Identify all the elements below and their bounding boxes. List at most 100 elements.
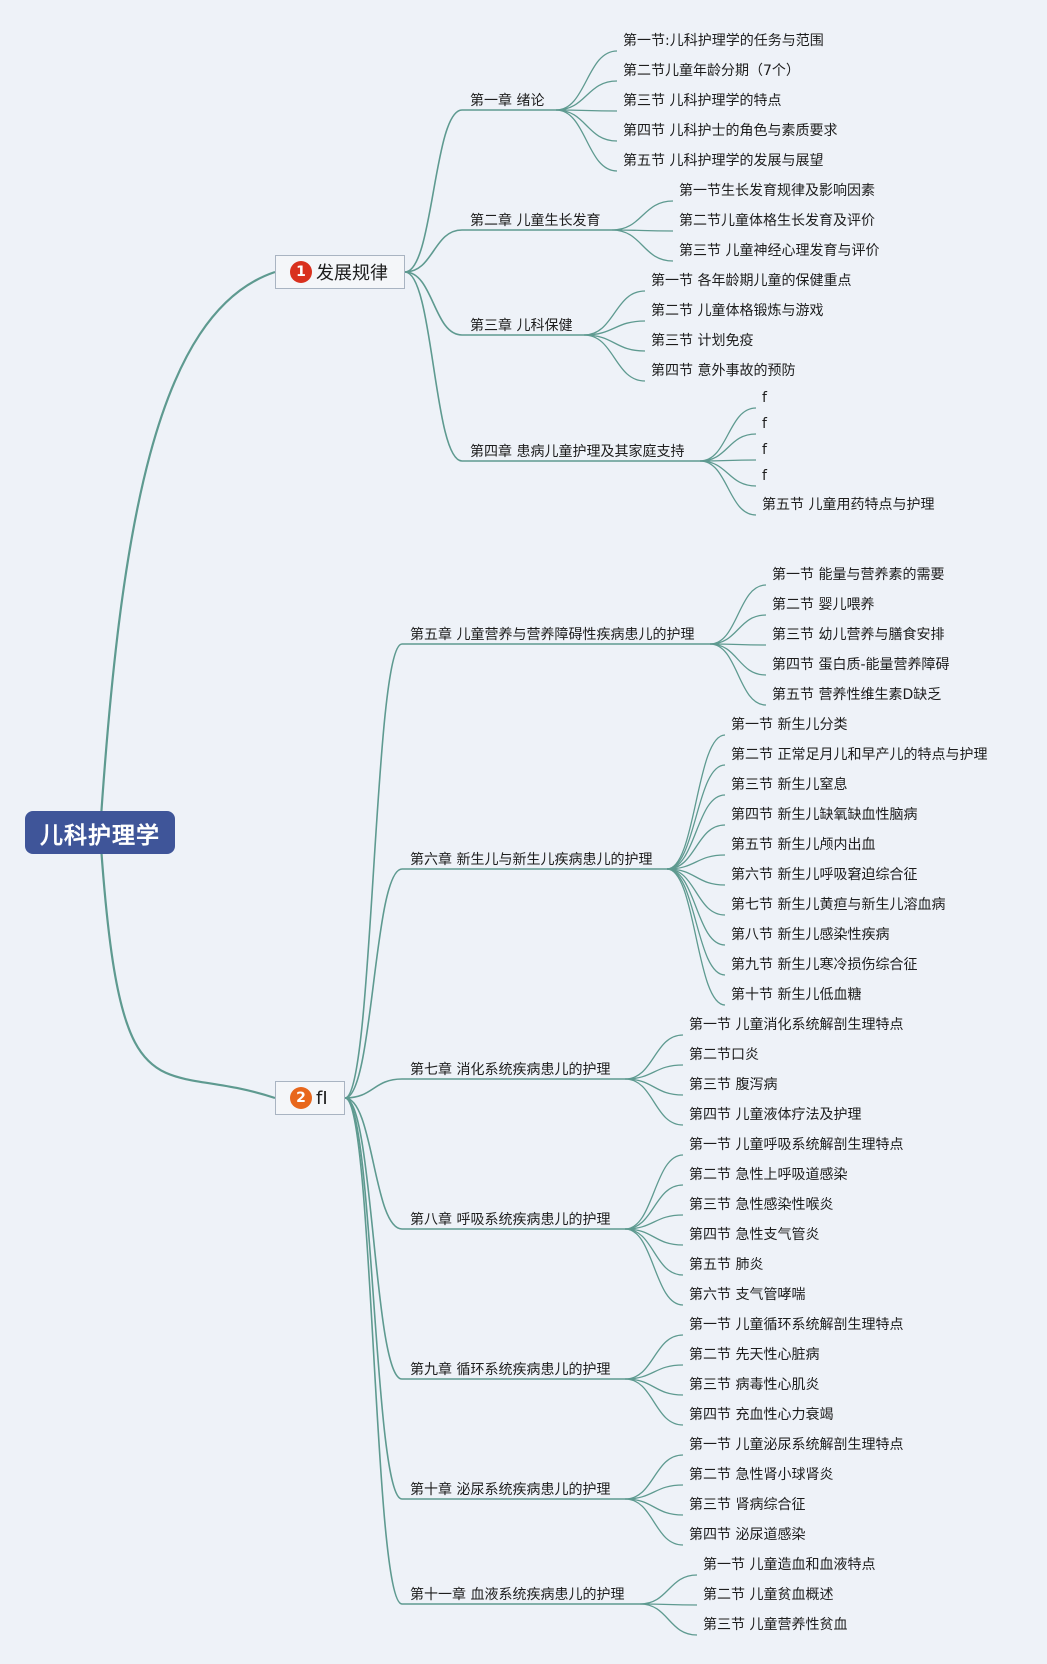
- section-item[interactable]: 第三节 急性感染性喉炎: [689, 1197, 834, 1213]
- section-connector: [624, 1454, 684, 1500]
- section-item[interactable]: 第六节 新生儿呼吸窘迫综合征: [731, 867, 918, 883]
- section-connector: [709, 643, 767, 706]
- section-item[interactable]: 第一节 新生儿分类: [731, 717, 848, 733]
- section-connector: [624, 1378, 684, 1396]
- section-connector: [583, 290, 646, 336]
- section-connector: [555, 50, 618, 111]
- section-item[interactable]: f: [762, 442, 767, 458]
- chapter-title[interactable]: 第十一章 血液系统疾病患儿的护理: [410, 1587, 625, 1603]
- section-item[interactable]: 第五节 儿童用药特点与护理: [762, 497, 935, 513]
- chapter-title[interactable]: 第九章 循环系统疾病患儿的护理: [410, 1362, 611, 1378]
- section-item[interactable]: 第一节:儿科护理学的任务与范围: [623, 33, 824, 49]
- section-connector: [666, 824, 726, 870]
- chapter-connector: [344, 1097, 403, 1230]
- section-item[interactable]: 第四节 蛋白质-能量营养障碍: [772, 657, 950, 673]
- section-item[interactable]: f: [762, 416, 767, 432]
- section-item[interactable]: 第二节 婴儿喂养: [772, 597, 875, 613]
- section-item[interactable]: f: [762, 390, 767, 406]
- section-item[interactable]: 第八节 新生儿感染性疾病: [731, 927, 890, 943]
- chapter-title[interactable]: 第四章 患病儿童护理及其家庭支持: [470, 444, 685, 460]
- section-connector: [666, 734, 726, 870]
- section-connector: [666, 868, 726, 946]
- section-connector: [624, 1498, 684, 1546]
- section-item[interactable]: 第三节 幼儿营养与膳食安排: [772, 627, 945, 643]
- section-item[interactable]: 第五节 新生儿颅内出血: [731, 837, 876, 853]
- section-item[interactable]: 第一节生长发育规律及影响因素: [679, 183, 875, 199]
- chapter-title[interactable]: 第七章 消化系统疾病患儿的护理: [410, 1062, 611, 1078]
- chapter-connector: [344, 1078, 403, 1099]
- section-connector: [639, 1603, 698, 1636]
- hub-node-2[interactable]: 2 fI: [275, 1081, 345, 1115]
- section-item[interactable]: 第四节 新生儿缺氧缺血性脑病: [731, 807, 918, 823]
- section-item[interactable]: 第三节 新生儿窒息: [731, 777, 848, 793]
- section-item[interactable]: 第二节 急性上呼吸道感染: [689, 1167, 848, 1183]
- section-connector: [709, 584, 767, 645]
- section-item[interactable]: 第三节 儿童营养性贫血: [703, 1617, 848, 1633]
- section-item[interactable]: 第二节儿童体格生长发育及评价: [679, 213, 875, 229]
- section-connector: [666, 868, 726, 1006]
- section-item[interactable]: 第四节 意外事故的预防: [651, 363, 796, 379]
- section-item[interactable]: 第二节 儿童贫血概述: [703, 1587, 834, 1603]
- hub-node-1[interactable]: 1 发展规律: [275, 255, 405, 289]
- section-connector: [583, 334, 646, 382]
- chapter-connector: [344, 1097, 403, 1605]
- section-item[interactable]: 第二节 先天性心脏病: [689, 1347, 820, 1363]
- section-item[interactable]: f: [762, 468, 767, 484]
- section-item[interactable]: 第二节 正常足月儿和早产儿的特点与护理: [731, 747, 988, 763]
- section-item[interactable]: 第三节 病毒性心肌炎: [689, 1377, 820, 1393]
- chapter-title[interactable]: 第十章 泌尿系统疾病患儿的护理: [410, 1482, 611, 1498]
- section-item[interactable]: 第二节 儿童体格锻炼与游戏: [651, 303, 824, 319]
- chapter-title[interactable]: 第八章 呼吸系统疾病患儿的护理: [410, 1212, 611, 1228]
- section-connector: [624, 1498, 684, 1516]
- section-item[interactable]: 第一节 各年龄期儿童的保健重点: [651, 273, 852, 289]
- section-item[interactable]: 第三节 儿科护理学的特点: [623, 93, 782, 109]
- section-item[interactable]: 第四节 泌尿道感染: [689, 1527, 806, 1543]
- section-connector: [624, 1378, 684, 1426]
- section-connector: [624, 1334, 684, 1380]
- section-item[interactable]: 第四节 儿童液体疗法及护理: [689, 1107, 862, 1123]
- section-connector: [639, 1574, 698, 1605]
- section-item[interactable]: 第一节 儿童循环系统解剖生理特点: [689, 1317, 904, 1333]
- section-item[interactable]: 第一节 能量与营养素的需要: [772, 567, 945, 583]
- section-item[interactable]: 第五节 肺炎: [689, 1257, 764, 1273]
- section-item[interactable]: 第一节 儿童消化系统解剖生理特点: [689, 1017, 904, 1033]
- section-connector: [583, 334, 646, 352]
- section-connector: [624, 1214, 684, 1230]
- section-connector: [699, 460, 757, 487]
- section-item[interactable]: 第二节儿童年龄分期（7个）: [623, 63, 800, 79]
- section-item[interactable]: 第四节 充血性心力衰竭: [689, 1407, 834, 1423]
- section-item[interactable]: 第五节 营养性维生素D缺乏: [772, 687, 942, 703]
- section-item[interactable]: 第三节 儿童神经心理发育与评价: [679, 243, 880, 259]
- section-connector: [624, 1484, 684, 1500]
- hub-label: 发展规律: [316, 263, 388, 284]
- chapter-title[interactable]: 第六章 新生儿与新生儿疾病患儿的护理: [410, 852, 653, 868]
- section-item[interactable]: 第七节 新生儿黄疸与新生儿溶血病: [731, 897, 946, 913]
- root-node[interactable]: 儿科护理学: [25, 811, 175, 854]
- chapter-title[interactable]: 第一章 绪论: [470, 93, 545, 109]
- section-connector: [611, 200, 674, 231]
- section-connector: [611, 229, 674, 262]
- section-item[interactable]: 第二节 急性肾小球肾炎: [689, 1467, 834, 1483]
- section-item[interactable]: 第九节 新生儿寒冷损伤综合征: [731, 957, 918, 973]
- section-item[interactable]: 第四节 急性支气管炎: [689, 1227, 820, 1243]
- section-item[interactable]: 第三节 肾病综合征: [689, 1497, 806, 1513]
- section-connector: [555, 109, 618, 142]
- hub-label: fI: [316, 1087, 328, 1109]
- section-connector: [699, 433, 757, 462]
- section-item[interactable]: 第一节 儿童造血和血液特点: [703, 1557, 876, 1573]
- section-item[interactable]: 第三节 腹泻病: [689, 1077, 778, 1093]
- chapter-title[interactable]: 第五章 儿童营养与营养障碍性疾病患儿的护理: [410, 627, 695, 643]
- section-item[interactable]: 第三节 计划免疫: [651, 333, 754, 349]
- section-item[interactable]: 第五节 儿科护理学的发展与展望: [623, 153, 824, 169]
- section-item[interactable]: 第二节口炎: [689, 1047, 759, 1063]
- chapter-connector: [404, 109, 463, 273]
- section-item[interactable]: 第十节 新生儿低血糖: [731, 987, 862, 1003]
- chapter-title[interactable]: 第三章 儿科保健: [470, 318, 573, 334]
- section-item[interactable]: 第一节 儿童泌尿系统解剖生理特点: [689, 1437, 904, 1453]
- chapter-connector: [344, 643, 403, 1099]
- chapter-title[interactable]: 第二章 儿童生长发育: [470, 213, 601, 229]
- section-item[interactable]: 第四节 儿科护士的角色与素质要求: [623, 123, 838, 139]
- section-item[interactable]: 第六节 支气管哮喘: [689, 1287, 806, 1303]
- chapter-connector: [404, 271, 463, 336]
- section-item[interactable]: 第一节 儿童呼吸系统解剖生理特点: [689, 1137, 904, 1153]
